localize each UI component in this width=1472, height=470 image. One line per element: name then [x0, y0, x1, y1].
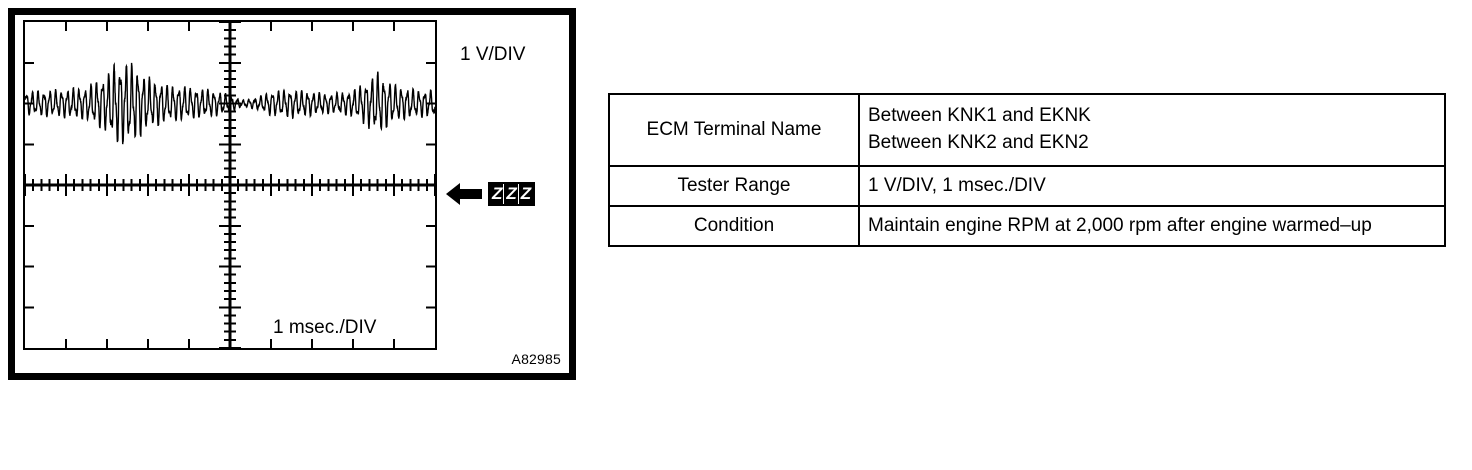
table-row: ECM Terminal Name Between KNK1 and EKNK …: [608, 93, 1446, 167]
table-row: Tester Range 1 V/DIV, 1 msec./DIV: [608, 165, 1446, 207]
row-value-tester-range: 1 V/DIV, 1 msec./DIV: [858, 165, 1446, 207]
row-label-ecm-terminal-name: ECM Terminal Name: [608, 93, 860, 167]
trigger-level-badge: Z Z Z: [488, 182, 536, 206]
badge-glyph: Z: [505, 184, 519, 204]
figure-id-label: A82985: [511, 351, 561, 367]
left-arrow-icon: [446, 183, 482, 205]
row-value-ecm-terminal-name: Between KNK1 and EKNK Between KNK2 and E…: [858, 93, 1446, 167]
row-label-condition: Condition: [608, 205, 860, 247]
badge-glyph: Z: [491, 184, 505, 204]
time-scale-label: 1 msec./DIV: [273, 317, 377, 338]
specification-table: ECM Terminal Name Between KNK1 and EKNK …: [608, 93, 1446, 247]
badge-glyph: Z: [519, 184, 533, 204]
row-value-condition: Maintain engine RPM at 2,000 rpm after e…: [858, 205, 1446, 247]
vertical-scale-label: 1 V/DIV: [460, 44, 526, 65]
waveform-trace: [25, 62, 435, 145]
row-label-tester-range: Tester Range: [608, 165, 860, 207]
oscilloscope-grid: [23, 20, 437, 350]
waveform-canvas: [25, 22, 435, 348]
axis-subticks: [25, 22, 435, 348]
oscilloscope-figure: 1 V/DIV 1 msec./DIV Z Z Z A82985: [8, 8, 576, 380]
table-row: Condition Maintain engine RPM at 2,000 r…: [608, 205, 1446, 247]
value-line: Between KNK2 and EKN2: [868, 132, 1089, 153]
value-line: Between KNK1 and EKNK: [868, 105, 1091, 127]
